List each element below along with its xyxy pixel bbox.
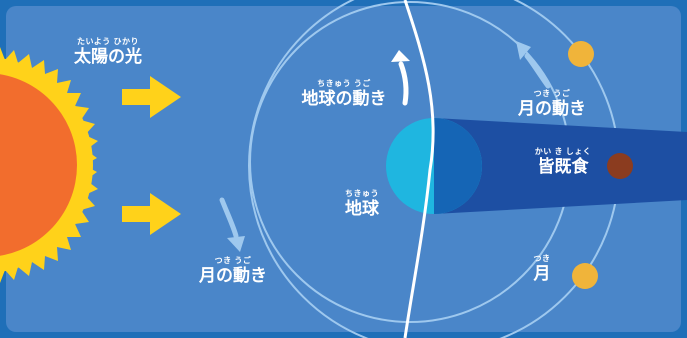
arrow-up-left-icon [516, 41, 531, 60]
sunlight-ruby: たいよう ひかり [76, 37, 140, 46]
moon-motion-bottom-ruby: つき うご [214, 256, 252, 265]
arrow-right-icon [122, 193, 181, 235]
earth-motion-ruby: ちきゅう うご [317, 79, 371, 88]
earth-motion-text: 地球の動き [301, 89, 387, 108]
moon-motion-bottom-text: 月の動き [199, 266, 267, 285]
earth-path-line [403, 0, 435, 338]
moon-icon [568, 41, 594, 67]
sunlight-label: たいよう ひかり 太陽の光 [66, 37, 150, 66]
eclipsed-moon-icon [607, 153, 633, 179]
moon-label: つき 月 [528, 254, 556, 283]
sun-icon [0, 47, 98, 283]
total-eclipse-text: 皆既食 [537, 157, 589, 176]
earth-motion-label: ちきゅう うご 地球の動き [292, 79, 396, 108]
moon-text: 月 [533, 264, 551, 283]
moon-motion-top-text: 月の動き [518, 99, 586, 118]
arrow-right-icon [122, 76, 181, 118]
moon-ruby: つき [533, 254, 551, 263]
background-panel [6, 6, 681, 332]
sunlight-text: 太陽の光 [74, 47, 142, 66]
earth-ruby: ちきゅう [345, 189, 379, 198]
moon-motion-top-label: つき うご 月の動き [508, 89, 596, 118]
moon-motion-bottom-label: つき うご 月の動き [190, 256, 276, 285]
earth-label: ちきゅう 地球 [334, 189, 390, 218]
arrow-up-icon [391, 50, 410, 62]
moon-icon [572, 263, 598, 289]
total-eclipse-ruby: かい き しょく [534, 147, 592, 156]
earth-motion-arrow [398, 61, 409, 106]
arrow-down-icon [227, 236, 245, 252]
moon-motion-arrow-bottom [219, 197, 239, 239]
earth-text: 地球 [345, 199, 379, 218]
earth-shadow [434, 118, 687, 214]
total-eclipse-label: かい き しょく 皆既食 [526, 147, 600, 176]
earth-night-side [434, 118, 482, 214]
moon-motion-top-ruby: つき うご [533, 89, 571, 98]
moon-motion-arrow-top [524, 53, 551, 89]
